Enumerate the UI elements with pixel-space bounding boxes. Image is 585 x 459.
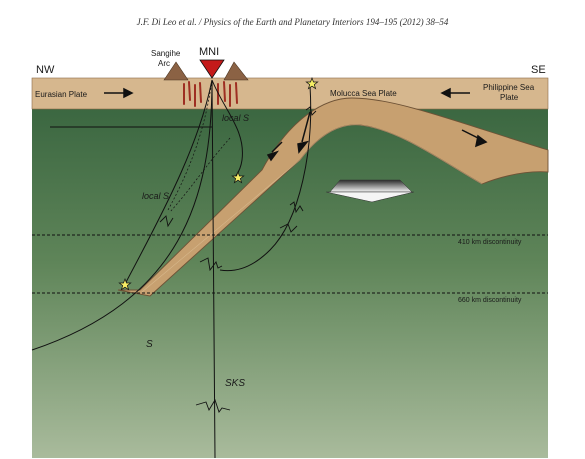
sangihe-label-2: Arc bbox=[158, 59, 170, 68]
sangihe-label-1: Sangihe bbox=[151, 49, 181, 58]
sks-phase-label: SKS bbox=[225, 378, 245, 389]
event-star-icon bbox=[305, 77, 319, 90]
s-phase-ray bbox=[31, 79, 213, 351]
volcano-right bbox=[223, 61, 249, 81]
se-label: SE bbox=[531, 64, 546, 76]
philippine-plate-label-2: Plate bbox=[500, 93, 519, 102]
molucca-plate-label: Molucca Sea Plate bbox=[330, 89, 397, 98]
discontinuity-410-label: 410 km discontinuity bbox=[458, 239, 522, 246]
philippine-plate-label-1: Philippine Sea bbox=[483, 83, 535, 92]
eurasian-plate-label: Eurasian Plate bbox=[35, 90, 88, 99]
earthquake-stars bbox=[118, 77, 319, 291]
local-s-upper-label: local S bbox=[222, 113, 249, 123]
slab-highlight bbox=[141, 124, 483, 293]
plate-motion-arrows bbox=[104, 87, 470, 99]
event-star-icon bbox=[118, 278, 132, 291]
volcano-left bbox=[163, 61, 189, 81]
arc-melt-streaks bbox=[183, 81, 238, 107]
discontinuity-660-label: 660 km discontinuity bbox=[458, 297, 522, 304]
s-phase-label: S bbox=[146, 339, 153, 350]
mantle-flow-arrow-icon bbox=[325, 179, 415, 203]
dashed-rays bbox=[167, 79, 231, 213]
station-triangle-icon bbox=[199, 59, 225, 79]
slab-top-ray bbox=[219, 85, 312, 272]
local-s-deep-ray bbox=[124, 79, 213, 285]
slab-motion-arrows bbox=[266, 111, 488, 162]
station-label: MNI bbox=[199, 46, 219, 58]
nw-label: NW bbox=[36, 64, 55, 76]
splitting-wiggles bbox=[159, 106, 317, 413]
local-s-lower-label: local S bbox=[142, 191, 169, 201]
event-star-icon bbox=[231, 171, 245, 184]
journal-citation: J.F. Di Leo et al. / Physics of the Eart… bbox=[136, 17, 449, 27]
